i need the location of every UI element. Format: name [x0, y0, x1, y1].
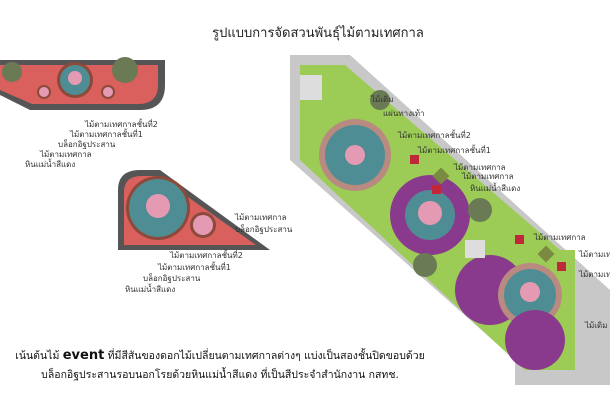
label: บล็อกอิฐประสาน [143, 274, 201, 283]
plan-left [0, 57, 165, 110]
label: ไม้ตามเทศกาล [462, 172, 514, 181]
description-line1-pre: เน้นต้นไม้ [15, 350, 63, 362]
description: เน้นต้นไม้ event ที่มีสีสันของดอกไม้เปลี… [0, 346, 440, 385]
label: บล็อกอิฐประสาน [58, 140, 116, 149]
label: หินแม่น้ำสีแดง [470, 184, 521, 193]
label: ไม้ตามเทศกาลชั้นที่2 [398, 131, 471, 140]
label: หินแม่น้ำสีแดง [25, 160, 76, 169]
label: ไม้ตามเทศกาล [235, 213, 287, 222]
label: ไม้ตามเทศกาล [40, 150, 92, 159]
description-line1-post: ที่มีสีสันของดอกไม้เปลี่ยนตามเทศกาลต่างๆ… [104, 350, 425, 362]
label: ไม้ตามเทศกาลชั้นที่1 [158, 263, 231, 272]
label: ไม้ตามเทศกาลชั้นที่1 [70, 130, 143, 139]
description-line2: บล็อกอิฐประสานรอบนอกโรยด้วยหินแม่น้ำสีแด… [41, 369, 399, 381]
label: ไม้ตามเทศกาลชั้นที่2 [170, 251, 243, 260]
label: ไม้เดิม [585, 321, 608, 330]
label: ไม้ตามเทศกาลชั้นที่1 [418, 146, 491, 155]
label: ไม้ตามเทศ [579, 250, 610, 259]
plan-right [290, 55, 610, 385]
plan-middle [118, 170, 270, 250]
description-event: event [62, 348, 105, 363]
label: ไม้ตามเทศกาล [534, 233, 586, 242]
label: บล็อกอิฐประสาน [235, 225, 293, 234]
label: ไม้เดิม [371, 95, 394, 104]
label: แผ่นทางเท้า [383, 109, 425, 118]
label: ไม้ตามเทศกาลชั้นที่2 [85, 120, 158, 129]
page-title: รูปแบบการจัดสวนพันธุ์ไม้ตามเทศกาล [212, 26, 424, 41]
label: ไม้ตามเทศ [579, 270, 610, 279]
label: หินแม่น้ำสีแดง [125, 285, 176, 294]
label: ไม้ตามเทศกาล [454, 163, 506, 172]
